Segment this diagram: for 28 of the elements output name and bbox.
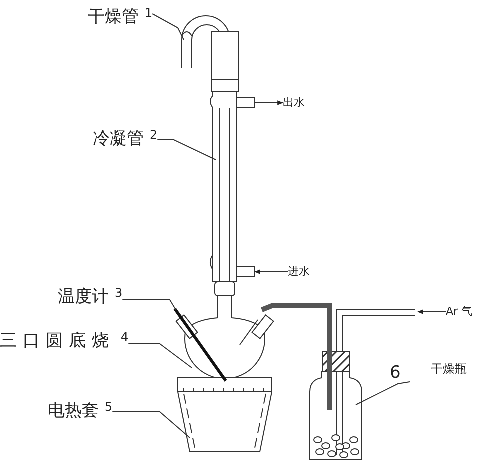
part-label: 出水 (283, 96, 305, 110)
arrow (254, 100, 284, 106)
leader-line (122, 300, 176, 310)
leader-line (356, 382, 410, 406)
bottle-drawing (310, 352, 362, 460)
flask-drawing (176, 296, 274, 380)
callout-number: 5 (105, 400, 113, 414)
callout-number: 4 (121, 330, 129, 344)
condenser-drawing (210, 32, 256, 296)
part-label: 电热套 (48, 400, 99, 422)
leader-line (157, 140, 216, 160)
thermometer-drawing (174, 308, 228, 382)
part-label: 三口圆底烧 (0, 330, 115, 352)
arrow (254, 270, 288, 274)
callout-number: 干燥瓶 (430, 362, 467, 376)
callout-number: 1 (145, 6, 153, 20)
part-label: 冷凝管 (93, 128, 144, 150)
part-label: 6 (390, 362, 401, 384)
part-label: 进水 (288, 265, 310, 279)
callout-number: 3 (115, 286, 123, 300)
arrow (417, 310, 446, 314)
callout-number: 2 (150, 128, 158, 142)
part-label: Ar 气 (446, 305, 473, 319)
part-label: 干燥管 (88, 6, 139, 28)
leader-line (152, 14, 184, 40)
part-label: 温度计 (58, 286, 109, 308)
leader-line (112, 412, 190, 438)
glass-tube (261, 304, 332, 410)
